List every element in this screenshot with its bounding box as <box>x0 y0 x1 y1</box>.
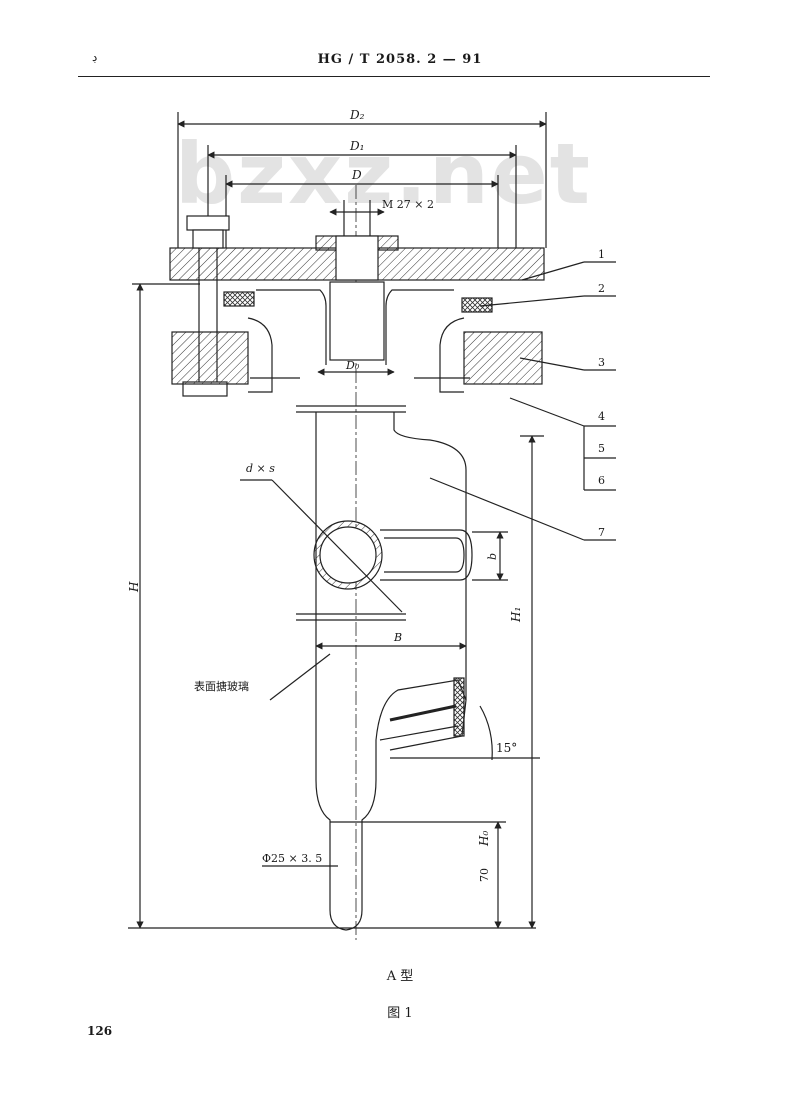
header-rule <box>78 76 710 77</box>
callout-4: 4 <box>598 410 605 423</box>
label-d2: D₂ <box>349 108 365 122</box>
label-dxs: d × s <box>246 462 275 475</box>
label-h1: H₁ <box>509 607 523 623</box>
label-h0: H₀ <box>477 831 491 847</box>
label-d: D <box>351 168 362 182</box>
callout-5: 5 <box>598 442 605 455</box>
label-b: b <box>486 553 499 560</box>
label-h: H <box>127 581 141 593</box>
figure-type-caption: A 型 <box>386 969 414 984</box>
page-number: 126 <box>87 1024 113 1038</box>
standard-code: HG / T 2058. 2 — 91 <box>317 52 483 67</box>
label-d1: D₁ <box>349 139 364 153</box>
label-70: 70 <box>478 868 491 882</box>
label-thread: M 27 × 2 <box>382 198 434 211</box>
callout-7: 7 <box>598 526 605 539</box>
label-enamel: 表面搪玻璃 <box>194 679 249 693</box>
label-angle: 15° <box>496 741 517 755</box>
label-phi: Φ25 × 3. 5 <box>262 852 322 865</box>
callout-3: 3 <box>598 356 605 369</box>
label-d0: D₀ <box>345 359 360 372</box>
callout-2: 2 <box>598 282 605 295</box>
callout-1: 1 <box>598 248 605 261</box>
watermark: bzxz.net <box>175 125 592 223</box>
figure-caption: 图 1 <box>387 1006 413 1021</box>
callout-6: 6 <box>598 474 605 487</box>
label-big-b: B <box>393 631 402 644</box>
corner-mark: ڊ <box>92 50 98 64</box>
